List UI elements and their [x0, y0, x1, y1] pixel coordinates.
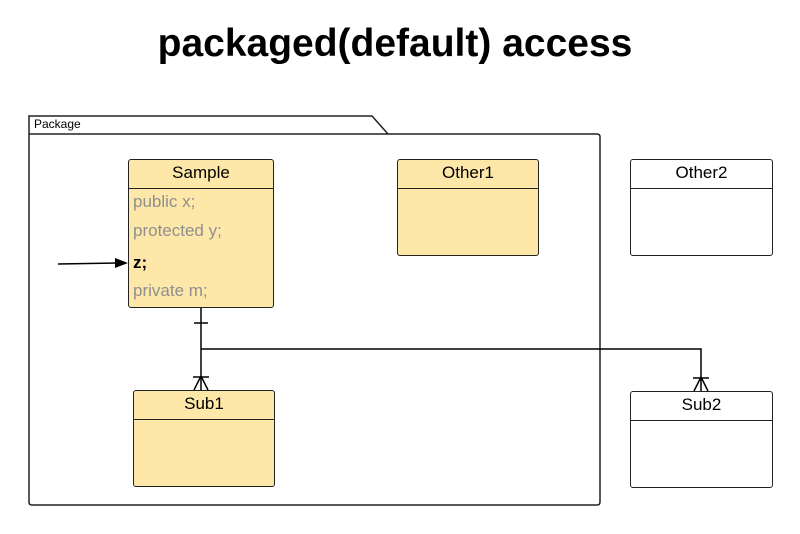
- class-sub2[interactable]: Sub2: [630, 391, 773, 488]
- crows-foot-sub2: [693, 376, 709, 392]
- member-public-x: public x;: [133, 192, 196, 211]
- crows-foot-sub1: [193, 375, 209, 391]
- class-sample-name: Sample: [129, 160, 273, 189]
- member-z: z;: [133, 253, 148, 272]
- edge-to-sub2: [201, 348, 702, 391]
- pointer-arrow-line: [57, 262, 119, 265]
- class-sample[interactable]: Sample public x; protected y; z; private…: [128, 159, 274, 308]
- class-other1-name: Other1: [398, 160, 538, 189]
- class-other2-name: Other2: [631, 160, 772, 189]
- class-sub1[interactable]: Sub1: [133, 390, 275, 487]
- package-label: Package: [34, 117, 81, 131]
- member-protected-y: protected y;: [133, 221, 222, 240]
- pointer-arrowhead: [115, 258, 128, 268]
- member-private-m: private m;: [133, 281, 208, 300]
- class-sub2-name: Sub2: [631, 392, 772, 421]
- class-other2[interactable]: Other2: [630, 159, 773, 256]
- diagram-title: packaged(default) access: [157, 22, 633, 65]
- class-sub1-name: Sub1: [134, 391, 274, 420]
- package-frame: [28, 115, 601, 506]
- class-other1[interactable]: Other1: [397, 159, 539, 256]
